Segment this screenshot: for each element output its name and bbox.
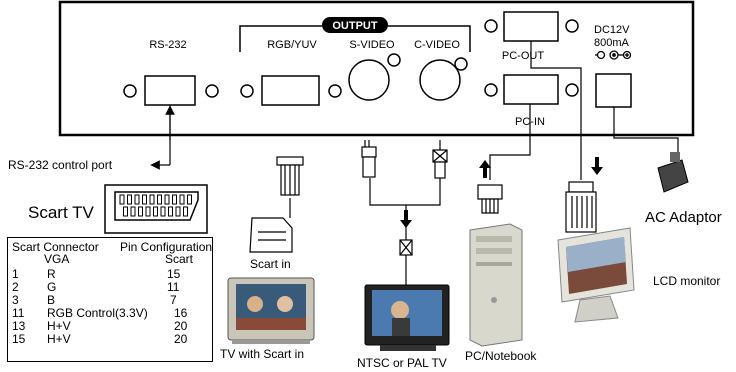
rca-plug-lower-icon: [399, 239, 413, 256]
power-spec-line1: DC12V: [594, 24, 630, 36]
ntsc-pal-tv-label: NTSC or PAL TV: [357, 356, 447, 370]
table-row: 13 H+V 20: [12, 319, 212, 333]
signal-name: R: [47, 267, 56, 281]
scart-pin: [134, 194, 140, 205]
header-scart: Scart: [165, 252, 194, 266]
vga-plug-pc-icon: [477, 184, 503, 214]
scart-pin: [123, 206, 128, 217]
scart-pin: [183, 206, 188, 217]
scart-in-label: Scart in: [250, 257, 291, 271]
scart-pin: [142, 194, 147, 205]
table-header: Scart Connector Pin Configuration VGA Sc…: [12, 241, 212, 267]
pin-configuration-table: Scart Connector Pin Configuration VGA Sc…: [7, 237, 213, 362]
scart-pin: [153, 206, 158, 217]
c-video-connector: [419, 57, 468, 101]
rs232-port-label: RS-232: [149, 39, 186, 51]
signal-name: H+V: [47, 319, 71, 333]
scart-pin: [175, 206, 181, 217]
scart-pin: [145, 206, 151, 217]
scart-pins: [119, 194, 192, 217]
rs232-connector: [123, 75, 219, 106]
scart-pin: [127, 194, 132, 205]
rca-plug-icon: [432, 140, 448, 179]
ac-adaptor-icon: [657, 152, 689, 193]
pin-number: 13: [12, 319, 26, 333]
table-row: 15 H+V 20: [12, 332, 212, 346]
scart-pin: [187, 194, 192, 205]
scart-pin: [164, 194, 170, 205]
scart-pin: [179, 194, 185, 205]
pc-tower-picture: [469, 223, 523, 347]
output-badge: OUTPUT: [332, 20, 378, 32]
scart-pin: [138, 206, 143, 217]
scart-plug-icon: [249, 156, 304, 253]
s-video-connector: [348, 53, 401, 101]
pin-number: 15: [12, 332, 26, 346]
scart-pin: 7: [170, 293, 177, 307]
scart-pin: 20: [174, 332, 188, 346]
arrows: [400, 157, 603, 228]
scart-pin: 20: [174, 319, 188, 333]
s-video-port-label: S-VIDEO: [349, 39, 395, 51]
pin-number: 11: [12, 306, 25, 320]
scart-pin: [149, 194, 155, 205]
power-spec-line2: 800mA: [594, 37, 630, 49]
table-row: 11 RGB Control(3.3V) 16: [12, 306, 212, 320]
signal-name: G: [47, 280, 57, 294]
signal-name: B: [47, 293, 56, 307]
ac-adaptor-label: AC Adaptor: [645, 209, 722, 226]
pc-notebook-label: PC/Notebook: [465, 349, 537, 363]
scart-pin: [157, 194, 162, 205]
header-scart-connector: Scart Connector: [12, 240, 99, 254]
scart-tv-picture: [227, 277, 315, 344]
scart-pin: 11: [167, 280, 180, 294]
pin-number: 1: [12, 267, 19, 281]
scart-tv-label: Scart TV: [28, 203, 94, 222]
c-video-port-label: C-VIDEO: [414, 39, 460, 51]
scart-pin: [172, 194, 177, 205]
header-vga: VGA: [44, 252, 70, 266]
scart-pin: [119, 194, 125, 205]
header-pin-configuration: Pin Configuration: [120, 240, 213, 254]
signal-name: RGB Control(3.3V): [47, 306, 148, 320]
rs232-control-port-label: RS-232 control port: [8, 158, 113, 172]
pin-number: 3: [12, 293, 19, 307]
table-row: 1 R 15: [12, 267, 212, 281]
pc-in-connector: [484, 74, 579, 105]
lcd-monitor-picture: [557, 227, 635, 323]
table-row: 3 B 7: [12, 293, 212, 307]
scart-pin: [168, 206, 173, 217]
rgb-yuv-connector: [240, 75, 342, 106]
s-video-plug-icon: [361, 140, 377, 178]
vga-plug-lcd-icon: [565, 181, 597, 233]
scart-pin: [130, 206, 136, 217]
power-polarity-icon: [595, 50, 632, 60]
lcd-monitor-label: LCD monitor: [653, 274, 720, 288]
ntsc-pal-tv-picture: [364, 284, 450, 351]
pc-out-connector: [484, 11, 579, 42]
wires: [150, 41, 679, 285]
table-row: 2 G 11: [12, 280, 212, 294]
scart-pin: 16: [174, 306, 188, 320]
tv-with-scart-label: TV with Scart in: [220, 347, 304, 361]
dc-power-jack: [595, 73, 632, 108]
rgb-yuv-port-label: RGB/YUV: [267, 39, 317, 51]
output-group-bracket: OUTPUT: [239, 17, 471, 52]
pin-number: 2: [12, 280, 19, 294]
scart-pin: 15: [167, 267, 181, 281]
pc-out-port-label: PC-OUT: [502, 50, 544, 62]
scart-pin: [160, 206, 166, 217]
signal-name: H+V: [47, 332, 71, 346]
